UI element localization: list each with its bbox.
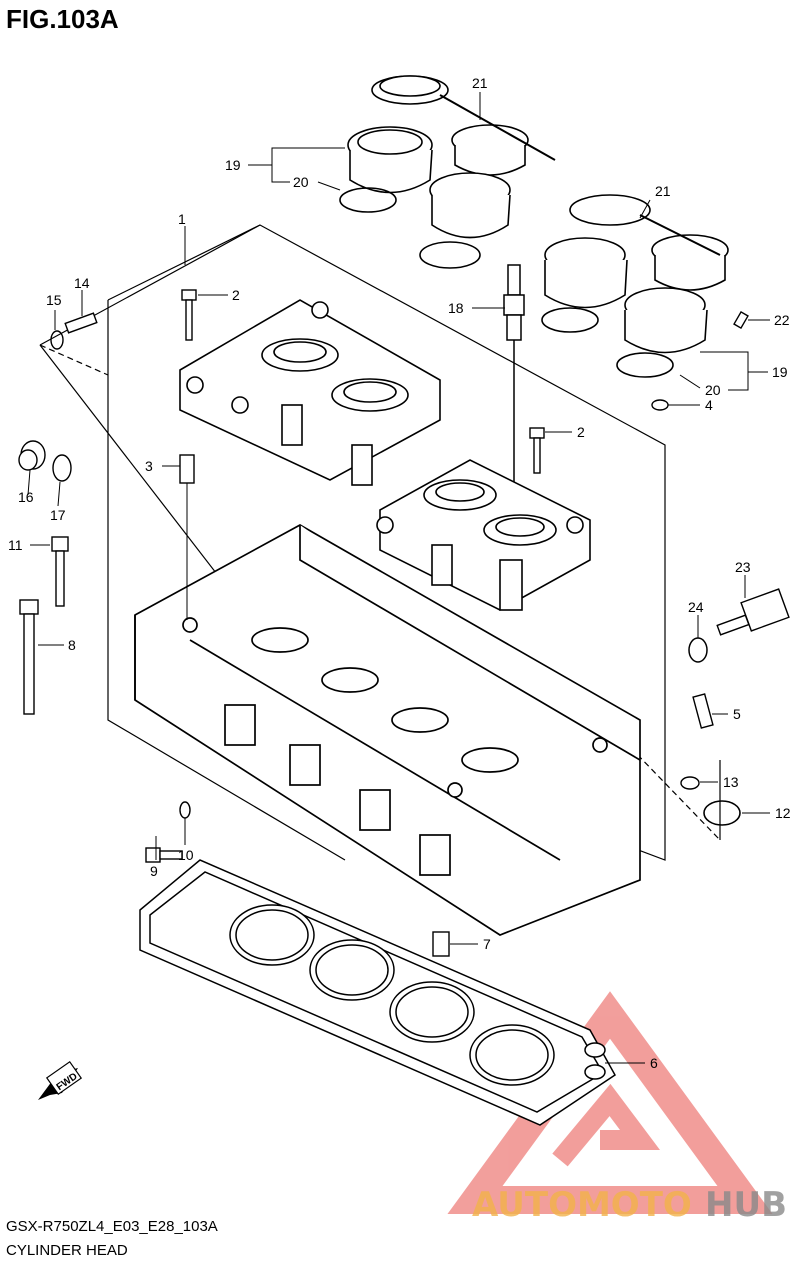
watermark-text-automoto: AUTOMOTO — [472, 1185, 692, 1225]
callout-labels: 1 2 2 3 4 5 6 7 8 9 10 11 12 13 14 15 16… — [8, 75, 791, 1071]
cylinder-head-gasket — [139, 859, 616, 1126]
callout-12: 12 — [775, 805, 791, 821]
callout-16: 16 — [18, 489, 34, 505]
fwd-arrow: FWD — [38, 1060, 83, 1100]
bolt-11 — [51, 536, 69, 607]
intake-pipe-group-right — [541, 194, 729, 378]
callout-13: 13 — [723, 774, 739, 790]
callout-3: 3 — [145, 458, 153, 474]
section-name: CYLINDER HEAD — [6, 1242, 128, 1259]
gasket-17 — [52, 454, 72, 482]
bolt-2-right — [529, 427, 545, 474]
callout-9: 9 — [150, 863, 158, 879]
callout-18: 18 — [448, 300, 464, 316]
dowel-pin-5 — [692, 693, 714, 729]
frame-head-outline — [107, 300, 346, 861]
callout-11: 11 — [8, 537, 23, 553]
o-ring-13 — [680, 776, 700, 790]
plug-16 — [18, 440, 46, 471]
callout-17: 17 — [50, 507, 66, 523]
sensor-23 — [716, 588, 790, 636]
callout-1: 1 — [178, 211, 186, 227]
dowel-pin-3 — [179, 454, 195, 484]
model-code: GSX-R750ZL4_E03_E28_103A — [6, 1218, 218, 1235]
callout-20b: 20 — [705, 382, 721, 398]
cam-housing-right — [376, 459, 591, 611]
callout-21b: 21 — [655, 183, 671, 199]
washer-10 — [179, 801, 191, 819]
dowel-pin-7 — [432, 931, 450, 957]
callout-20a: 20 — [293, 174, 309, 190]
screw-22 — [733, 310, 749, 330]
bolt-9 — [145, 847, 183, 863]
callout-23: 23 — [735, 559, 751, 575]
callout-4: 4 — [705, 397, 713, 413]
callout-8: 8 — [68, 637, 76, 653]
callout-5: 5 — [733, 706, 741, 722]
callout-10: 10 — [178, 847, 194, 863]
callout-22: 22 — [774, 312, 790, 328]
callout-21a: 21 — [472, 75, 488, 91]
callout-2a: 2 — [232, 287, 240, 303]
callout-19a: 19 — [225, 157, 241, 173]
gasket-24 — [688, 637, 708, 663]
callout-14: 14 — [74, 275, 90, 291]
callout-15: 15 — [46, 292, 62, 308]
figure-title: FIG.103A — [6, 4, 119, 34]
watermark-text-hub: HUB — [705, 1185, 787, 1225]
washer-15 — [50, 330, 64, 350]
callout-7: 7 — [483, 936, 491, 952]
union-14 — [64, 312, 98, 334]
bolt-2-left — [181, 289, 197, 341]
callout-19b: 19 — [772, 364, 788, 380]
cam-housing-left — [179, 299, 441, 486]
callout-24: 24 — [688, 599, 704, 615]
o-ring-12 — [703, 800, 741, 826]
washer-4 — [651, 399, 669, 411]
cylinder-head-body — [134, 524, 641, 936]
callout-2b: 2 — [577, 424, 585, 440]
intake-pipe-group-left — [339, 75, 556, 269]
bolt-8 — [19, 599, 39, 715]
callout-6: 6 — [650, 1055, 658, 1071]
